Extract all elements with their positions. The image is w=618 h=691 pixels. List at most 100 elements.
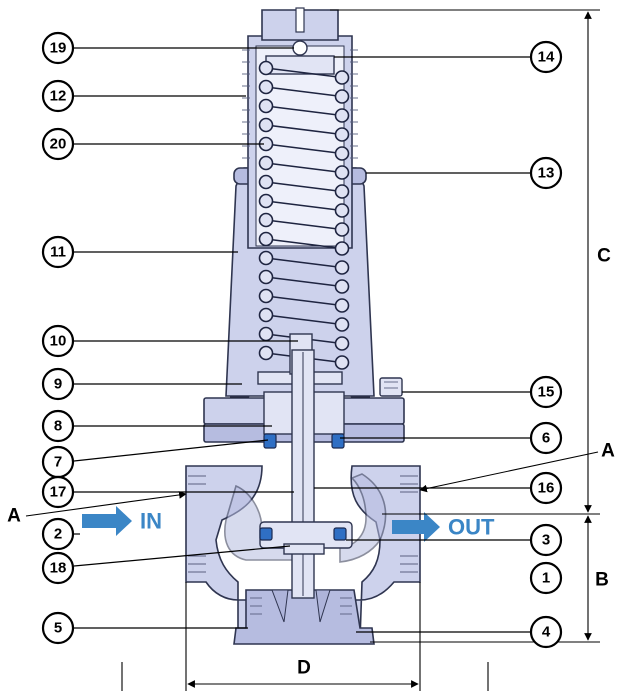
spring-coil-right — [334, 355, 350, 370]
callout-circle — [41, 324, 75, 358]
callout-circle — [529, 421, 563, 455]
callout-17: 17 — [50, 484, 67, 501]
spring-coil-left — [258, 193, 274, 209]
callout-circle — [41, 611, 75, 645]
spring-coil-right — [334, 222, 350, 237]
callout-circle — [529, 471, 563, 505]
callout-1: 1 — [542, 570, 550, 587]
spring-coil-left — [258, 326, 274, 342]
valve-drawing — [185, 7, 421, 645]
spring-coil-wire — [265, 219, 343, 231]
spring-coil-right — [334, 165, 350, 180]
callout-6: 6 — [542, 430, 550, 447]
spring-coil-wire — [265, 86, 343, 98]
spring-coil-left — [258, 307, 274, 323]
spring-coil-wire — [265, 143, 343, 155]
callout-8: 8 — [54, 418, 62, 435]
callout-circle — [41, 475, 75, 509]
inlet-arrow — [82, 506, 132, 536]
callout-circle — [41, 235, 75, 269]
spring-coil-right — [334, 127, 350, 142]
callout-circle — [41, 367, 75, 401]
spring-coil-wire — [265, 238, 343, 250]
spring-coil-right — [334, 70, 350, 85]
spring-coil-left — [258, 250, 274, 266]
outlet-arrow — [392, 512, 440, 542]
dimension-d-label: D — [297, 658, 311, 679]
callout-circle — [529, 156, 563, 190]
callout-9: 9 — [54, 376, 62, 393]
callout-11: 11 — [50, 244, 66, 261]
spring-coil-left — [258, 269, 274, 285]
spring-coil-left — [258, 60, 274, 76]
callout-14: 14 — [538, 49, 555, 66]
spring-coil-left — [258, 345, 274, 361]
callout-circle — [529, 523, 563, 557]
seals — [259, 433, 347, 541]
spring-coil-left — [258, 98, 274, 114]
callout-circle — [41, 551, 75, 585]
spring-coil-left — [258, 79, 274, 95]
spring-coil-wire — [265, 162, 343, 174]
spring-coil-right — [334, 184, 350, 199]
inlet-label: IN — [140, 509, 162, 534]
spring-coil-left — [258, 174, 274, 190]
callout-circle — [529, 561, 563, 595]
spring-coil-right — [334, 241, 350, 256]
callout-circle — [41, 409, 75, 443]
spring-coil-right — [334, 317, 350, 332]
callout-12: 12 — [50, 88, 67, 105]
spring-coil-right — [334, 203, 350, 218]
spring-coil-right — [334, 298, 350, 313]
spring-coil-left — [258, 117, 274, 133]
spring-coil-wire — [265, 181, 343, 193]
callout-10: 10 — [50, 333, 67, 350]
outlet-label: OUT — [448, 515, 495, 540]
callout-4: 4 — [542, 624, 551, 641]
callout-16: 16 — [538, 480, 555, 497]
callouts: 19 12 20 11 10 9 8 7 17 — [41, 31, 563, 649]
spring-coil-right — [334, 108, 350, 123]
flow-outlet: OUT — [392, 512, 495, 542]
callout-18: 18 — [50, 560, 67, 577]
spring-coil-wire — [265, 257, 343, 269]
callout-2: 2 — [54, 526, 62, 543]
flow-inlet: IN — [82, 506, 162, 536]
dimension-a-right-label: A — [601, 441, 615, 462]
spring-coil-wire — [265, 295, 343, 307]
outlet-threads — [400, 475, 418, 573]
spring-coil-wire — [265, 276, 343, 288]
callout-circle — [41, 31, 75, 65]
callout-circle — [41, 517, 75, 551]
callout-13: 13 — [538, 165, 555, 182]
dimension-c-label: C — [597, 246, 611, 267]
spring-coil-wire — [265, 200, 343, 212]
inlet-threads — [188, 475, 206, 573]
spring-coil-right — [334, 336, 350, 351]
dimension-a-left-label: A — [7, 506, 21, 527]
spring-coil-wire — [265, 314, 343, 326]
spring-coil-left — [258, 212, 274, 228]
spring-coil-right — [334, 146, 350, 161]
callout-7: 7 — [54, 454, 62, 471]
spring-coil-right — [334, 89, 350, 104]
spring-coil-left — [258, 288, 274, 304]
callout-circle — [529, 40, 563, 74]
spring-coil-right — [334, 260, 350, 275]
callout-circle — [41, 79, 75, 113]
callout-5: 5 — [54, 620, 62, 637]
callout-15: 15 — [538, 384, 555, 401]
bottom-cap — [233, 589, 375, 645]
dimension-lines: C B D A A — [7, 9, 615, 691]
spring-coil-wire — [265, 67, 343, 79]
callout-3: 3 — [542, 532, 550, 549]
spring — [258, 60, 350, 370]
callout-circle — [529, 375, 563, 409]
callout-circle — [41, 127, 75, 161]
dimension-b-label: B — [595, 570, 609, 591]
spring-coil-wire — [265, 124, 343, 136]
spring-coil-right — [334, 279, 350, 294]
spring-coil-left — [258, 155, 274, 171]
